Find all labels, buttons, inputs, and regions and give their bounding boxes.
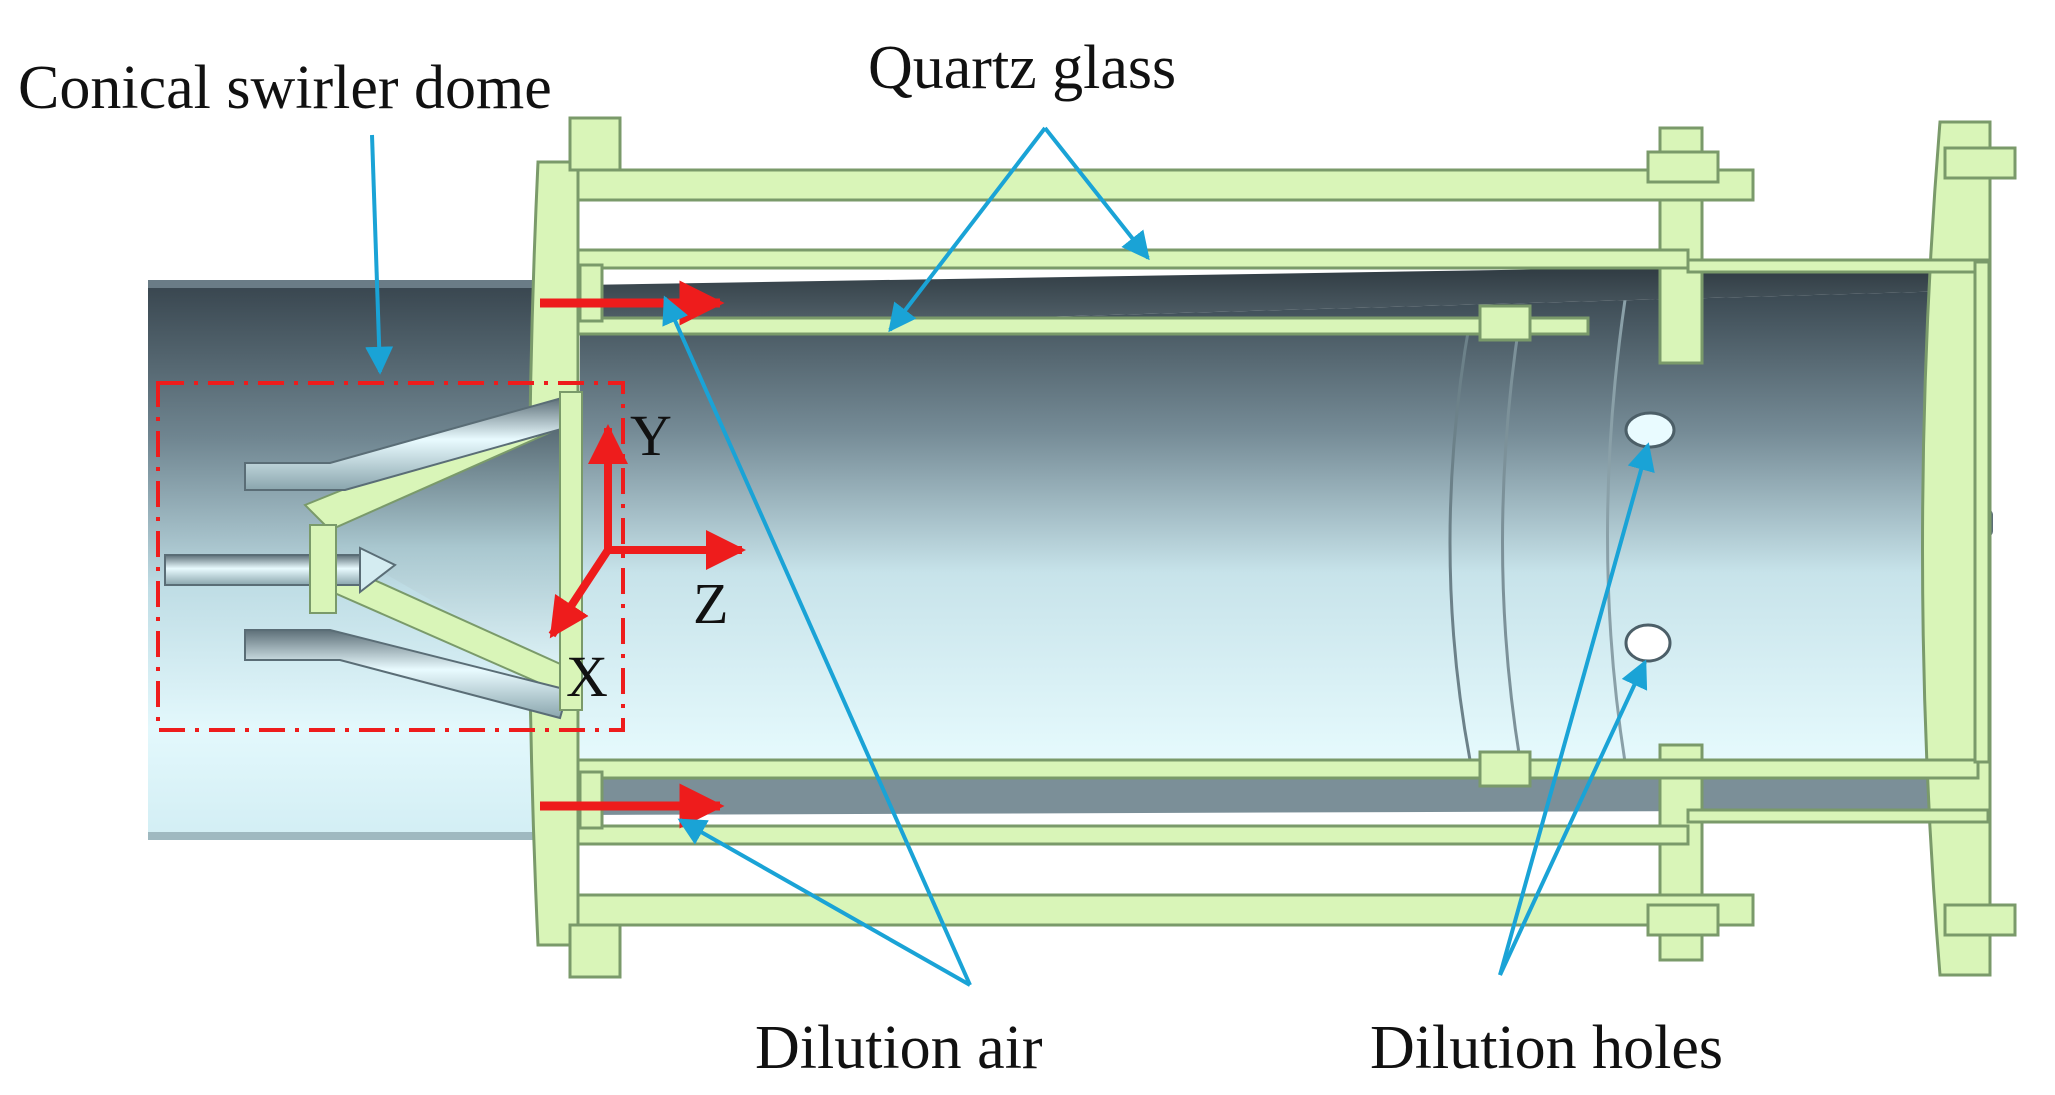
lower-annulus xyxy=(580,775,1988,815)
upper-annulus xyxy=(580,262,1988,330)
leader-quartz-lower xyxy=(888,126,1047,333)
leader-quartz-upper xyxy=(1043,126,1150,261)
leader-dilution-air-upper xyxy=(662,295,972,986)
leader-hole-upper xyxy=(1498,442,1655,976)
label-conical-swirler-dome: Conical swirler dome xyxy=(18,54,552,122)
dilution-hole-lower xyxy=(1624,623,1672,663)
leader-swirler-dome xyxy=(365,134,394,375)
label-quartz-glass: Quartz glass xyxy=(868,34,1176,102)
leader-dilution-air-lower xyxy=(677,818,971,987)
label-dilution-air: Dilution air xyxy=(755,1014,1043,1082)
axis-label-z: Z xyxy=(693,571,728,636)
dilution-hole-upper xyxy=(1624,411,1676,449)
leader-arrow-icon xyxy=(365,126,1655,987)
coordinate-axes-icon: Y Z X xyxy=(548,403,746,709)
support-frame xyxy=(527,116,2017,979)
label-dilution-holes: Dilution holes xyxy=(1370,1014,1723,1082)
swirler-region-box xyxy=(156,381,625,732)
axis-label-y: Y xyxy=(630,403,672,468)
swirler-assembly xyxy=(164,391,583,720)
combustor-liner xyxy=(580,289,1993,763)
leader-hole-lower xyxy=(1498,659,1648,976)
axis-label-x: X xyxy=(566,644,608,709)
